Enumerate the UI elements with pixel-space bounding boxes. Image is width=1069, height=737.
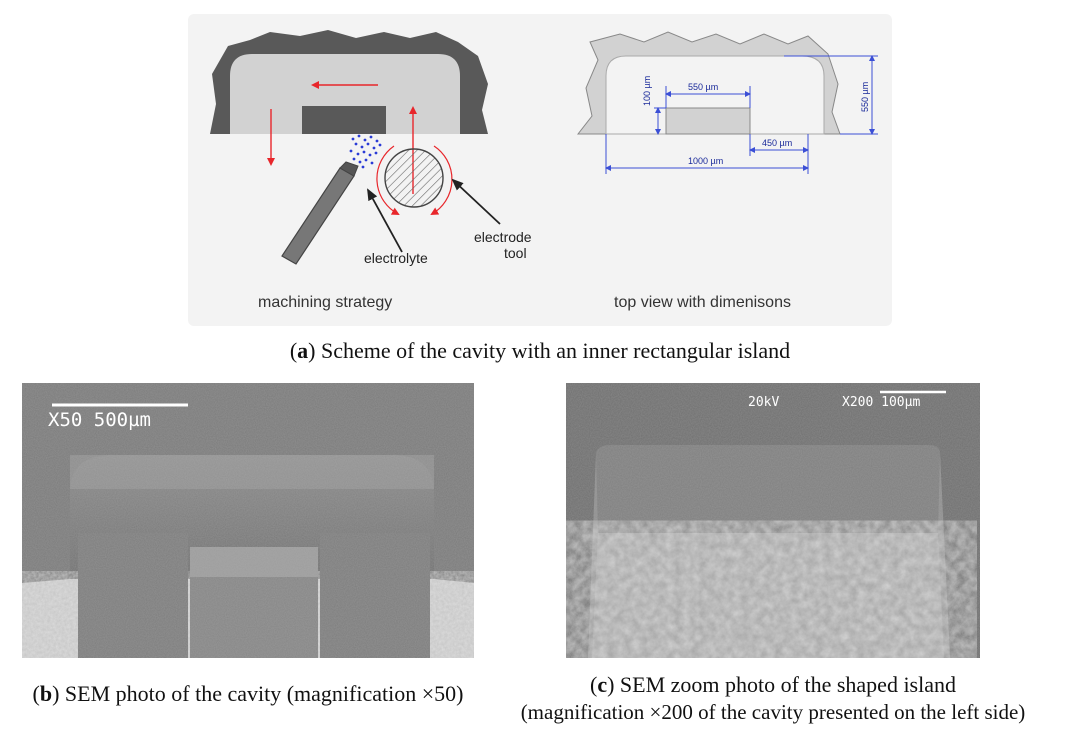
caption-b-text: SEM photo of the cavity (magnification ×… xyxy=(59,681,464,706)
electrode-label-line1: electrode xyxy=(474,229,532,245)
dim-right-gap: 450 µm xyxy=(762,138,792,148)
top-view-island xyxy=(665,107,751,135)
dim-island-height: 100 µm xyxy=(642,76,652,106)
cavity-area xyxy=(230,54,460,134)
sem-b-overlay-text: X50 500µm xyxy=(48,409,151,431)
dim-cavity-height: 550 µm xyxy=(860,82,870,112)
machining-strategy-label: machining strategy xyxy=(258,294,392,311)
caption-a-text: Scheme of the cavity with an inner recta… xyxy=(315,338,791,363)
rotation-arrow-left xyxy=(376,145,400,215)
caption-c-letter: c xyxy=(597,672,608,697)
scheme-panel: electrolyte electrode tool machining str… xyxy=(188,14,892,326)
caption-b-letter: b xyxy=(39,681,53,706)
sem-c-scale-text: X200 100µm xyxy=(842,395,921,410)
sem-photo-island: 20kV X200 100µm xyxy=(566,383,980,658)
electrolyte-nozzle xyxy=(281,167,355,265)
electrode-label-line2: tool xyxy=(504,245,527,261)
sem-image-c xyxy=(566,383,980,658)
sem-c-noise xyxy=(566,383,980,658)
top-view-label: top view with dimenisons xyxy=(614,294,791,311)
caption-c-line2: (magnification ×200 of the cavity presen… xyxy=(520,700,1026,724)
caption-b: (b) SEM photo of the cavity (magnificati… xyxy=(32,681,464,706)
sem-c-voltage: 20kV xyxy=(748,395,780,410)
electrode-pointer xyxy=(451,178,501,225)
sem-image-b xyxy=(22,383,474,658)
island-block xyxy=(302,106,386,134)
cavity-scheme-diagram: electrolyte electrode tool machining str… xyxy=(210,30,878,311)
dimension-lines xyxy=(605,55,878,174)
caption-a: (a) Scheme of the cavity with an inner r… xyxy=(289,338,791,363)
dim-total-width: 1000 µm xyxy=(688,156,723,166)
nozzle-tip xyxy=(339,161,359,177)
caption-a-letter: a xyxy=(297,338,309,363)
dim-island-width: 550 µm xyxy=(688,82,718,92)
electrode-tool xyxy=(384,148,444,208)
caption-c-line1: (c) SEM zoom photo of the shaped island xyxy=(590,672,956,697)
caption-c-text: SEM zoom photo of the shaped island xyxy=(614,672,956,697)
sem-photo-cavity: X50 500µm xyxy=(22,383,474,658)
electrolyte-pointer xyxy=(367,188,403,253)
electrolyte-label: electrolyte xyxy=(364,250,428,266)
sem-b-noise xyxy=(22,383,474,658)
